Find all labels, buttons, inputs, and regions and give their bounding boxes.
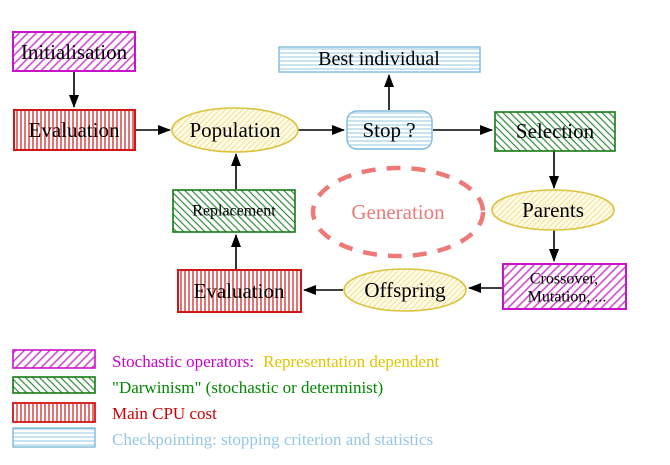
- initialisation-box: [12, 31, 136, 72]
- crossover-mutation-box: [502, 263, 627, 310]
- crossover-label-line1: Crossover,: [530, 271, 598, 288]
- node-stop: Stop ?: [346, 110, 433, 150]
- stop-label: Stop ?: [362, 118, 415, 142]
- evaluation-top-box: [13, 109, 136, 151]
- node-selection: Selection: [494, 111, 616, 152]
- legend-darwinism-text: "Darwinism" (stochastic or determinist): [112, 378, 383, 397]
- generation-dashed-ellipse: [310, 165, 486, 259]
- node-replacement: Replacement: [172, 189, 296, 233]
- initialisation-label: Initialisation: [21, 40, 128, 64]
- legend: Stochastic operators: Representation depe…: [12, 349, 439, 449]
- node-parents: Parents: [491, 189, 615, 231]
- node-offspring: Offspring: [343, 268, 467, 312]
- legend-checkpointing-text: Checkpointing: stopping criterion and st…: [112, 430, 433, 449]
- replacement-box: [172, 189, 296, 233]
- selection-label: Selection: [516, 119, 595, 143]
- node-evaluation-top: Evaluation: [13, 109, 136, 151]
- legend-swatch-stochastic: [12, 349, 96, 369]
- generation-label: Generation: [351, 200, 445, 224]
- replacement-label: Replacement: [192, 203, 276, 220]
- evaluation-bottom-label: Evaluation: [194, 279, 285, 303]
- stop-box: [346, 110, 433, 150]
- legend-row-stochastic: Stochastic operators: Representation depe…: [112, 352, 439, 371]
- best-individual-label: Best individual: [318, 48, 440, 70]
- legend-swatch-darwinism: [12, 376, 96, 394]
- legend-cpu-text: Main CPU cost: [112, 404, 217, 423]
- node-population: Population: [171, 107, 299, 153]
- population-label: Population: [189, 118, 281, 142]
- node-generation: Generation: [310, 165, 486, 259]
- flow-arrows: [69, 71, 559, 295]
- evaluation-top-label: Evaluation: [29, 118, 120, 142]
- parents-label: Parents: [522, 198, 584, 222]
- node-evaluation-bottom: Evaluation: [177, 269, 302, 313]
- legend-swatch-cpu: [12, 402, 96, 423]
- legend-representation-text: Representation dependent: [263, 352, 439, 371]
- legend-stochastic-text: Stochastic operators:: [112, 352, 254, 371]
- node-crossover-mutation: Crossover, Mutation, ...: [502, 263, 627, 310]
- best-individual-box: [278, 46, 481, 73]
- selection-box: [494, 111, 616, 152]
- evaluation-bottom-box: [177, 269, 302, 313]
- offspring-label: Offspring: [364, 278, 446, 302]
- crossover-label-line2: Mutation, ...: [528, 289, 607, 306]
- legend-swatch-checkpointing: [12, 427, 96, 448]
- node-best-individual: Best individual: [278, 46, 481, 73]
- node-initialisation: Initialisation: [12, 31, 136, 72]
- population-ellipse: [171, 107, 299, 153]
- offspring-ellipse: [343, 268, 467, 312]
- parents-ellipse: [491, 189, 615, 231]
